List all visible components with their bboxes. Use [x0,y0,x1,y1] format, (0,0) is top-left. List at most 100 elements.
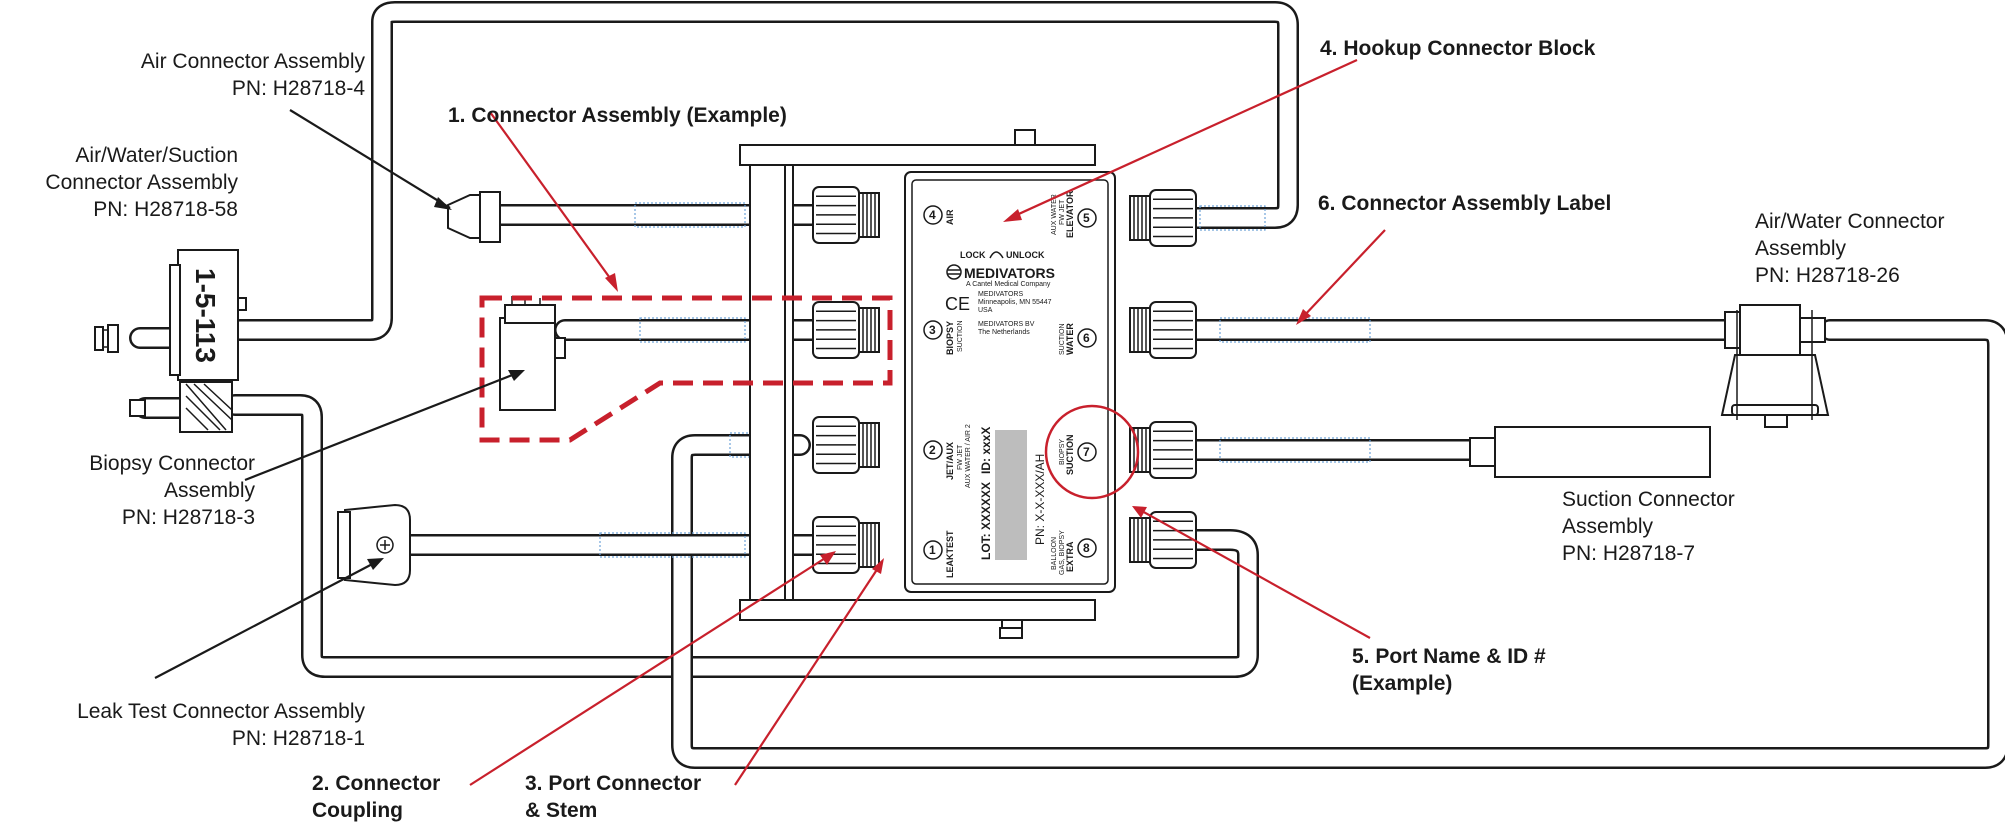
svg-text:WATER: WATER [1065,323,1075,355]
right-port-coupling [1129,421,1197,479]
biopsy-connector-part [499,296,566,411]
svg-text:6: 6 [1083,331,1090,345]
callout-labels: Air Connector Assembly PN: H28718-4 Air/… [45,37,1944,822]
air-water-label-2: Assembly [1755,237,1847,260]
connector-label-label: 6. Connector Assembly Label [1318,192,1611,215]
biopsy-label-1: Biopsy Connector [89,452,255,475]
leak-test-label-1: Leak Test Connector Assembly [77,700,365,723]
block-pn: PN: X-X-XXX/AH [1033,454,1047,545]
suction-connector-part [1469,426,1711,478]
port-name-label-1: 5. Port Name & ID # [1352,645,1546,668]
svg-text:3: 3 [929,323,936,337]
block-label-patch [995,430,1027,560]
svg-text:BIOPSY: BIOPSY [945,321,955,355]
svg-text:2: 2 [929,443,936,457]
svg-text:1: 1 [929,543,936,557]
hookup-block-label: 4. Hookup Connector Block [1320,37,1596,60]
leader-lines [154,58,1386,786]
left-port-coupling [812,186,880,244]
svg-text:5: 5 [1083,211,1090,225]
port-2: 2 JET/AUX FW JET AUX WATER / AIR 2 [923,424,972,488]
leak-test-label-2: PN: H28718-1 [232,727,365,750]
biopsy-label-2: Assembly [164,479,256,502]
air-water-label-3: PN: H28718-26 [1755,264,1900,287]
air-water-connector-part [1720,304,1830,428]
brand-sub: A Cantel Medical Company [966,281,1051,288]
air-water-label-1: Air/Water Connector [1755,210,1944,233]
svg-text:8: 8 [1083,541,1090,555]
svg-text:SUCTION: SUCTION [957,321,964,353]
left-port-coupling [812,516,880,574]
mounting-frame [739,129,1096,639]
port-name-highlight-circle [1044,404,1140,500]
hoses [129,1,2005,769]
suction-label-3: PN: H28718-7 [1562,542,1695,565]
air-connector-part [447,191,501,243]
suction-label-2: Assembly [1562,515,1654,538]
annotation-marks [479,295,1140,500]
svg-text:AIR: AIR [945,209,955,225]
svg-text:BALLOON: BALLOON [1051,537,1058,570]
port-5: 5 ELEVATOR FW JET AUX WATER [1051,190,1097,238]
hose-label-boxes [599,202,1371,558]
hookup-block: 4 AIR 3 BIOPSY SUCTION 2 JET/AUX FW JET … [904,171,1116,593]
address-line: Minneapolis, MN 55447 [978,299,1052,306]
port-name-label-2: (Example) [1352,672,1452,695]
air-connector-label-1: Air Connector Assembly [141,50,366,73]
unlock-text: UNLOCK [1006,250,1045,260]
address-line: MEDIVATORS BV [978,321,1035,328]
port-4: 4 AIR [923,205,955,225]
svg-text:7: 7 [1083,445,1090,459]
connector-assembly-dashed-outline [479,295,893,443]
aws-label-2: Connector Assembly [45,171,238,194]
svg-text:AUX WATER: AUX WATER [1051,194,1058,235]
medivators-logo-icon [946,264,962,280]
port-6: 6 WATER SUCTION [1059,323,1097,356]
aws-label-1: Air/Water/Suction [75,144,238,167]
address-line: MEDIVATORS [978,291,1023,298]
port-3: 3 BIOPSY SUCTION [923,320,964,355]
port-connector-label-1: 3. Port Connector [525,772,701,795]
port-7: 7 SUCTION BIOPSY [1059,435,1097,476]
svg-text:ELEVATOR: ELEVATOR [1065,190,1075,238]
svg-text:EXTRA: EXTRA [1065,541,1075,572]
svg-text:AUX WATER / AIR 2: AUX WATER / AIR 2 [965,424,972,488]
svg-text:FW JET: FW JET [1059,199,1066,225]
air-water-suction-part: 1-5-113 [94,249,247,381]
brand-text: MEDIVATORS [964,265,1055,281]
svg-text:GAS, BIOPSY: GAS, BIOPSY [1059,530,1066,575]
lock-text: LOCK [960,250,986,260]
aws-label-3: PN: H28718-58 [93,198,238,221]
port-couplings [812,186,1197,574]
biopsy-coil-part [129,381,233,433]
left-port-coupling [812,416,880,474]
svg-text:SUCTION: SUCTION [1059,324,1066,356]
block-id: ID: xxxX [979,427,993,474]
address-line: The Netherlands [978,329,1030,336]
lock-arrow-icon [989,251,1004,259]
block-lot: LOT: XXXXXX [979,482,993,560]
left-port-coupling [812,301,880,359]
right-port-coupling [1129,189,1197,247]
svg-text:LEAKTEST: LEAKTEST [945,530,955,578]
tag-text: 1-5-113 [190,268,221,363]
suction-label-1: Suction Connector [1562,488,1735,511]
svg-text:4: 4 [929,208,936,222]
address-line: USA [978,307,993,314]
air-connector-label-2: PN: H28718-4 [232,77,365,100]
port-1: 1 LEAKTEST [923,530,955,578]
svg-text:BIOPSY: BIOPSY [1059,439,1066,465]
biopsy-label-3: PN: H28718-3 [122,506,255,529]
port-8: 8 EXTRA GAS, BIOPSY BALLOON [1051,530,1097,575]
leak-test-connector-part [337,503,411,587]
svg-text:SUCTION: SUCTION [1065,435,1075,476]
connector-assembly-example-label: 1. Connector Assembly (Example) [448,104,787,127]
right-port-coupling [1129,301,1197,359]
port-connector-label-2: & Stem [525,799,597,822]
connector-coupling-label-2: Coupling [312,799,403,822]
svg-text:FW JET: FW JET [957,444,964,470]
svg-text:JET/AUX: JET/AUX [945,442,955,480]
right-port-coupling [1129,511,1197,569]
